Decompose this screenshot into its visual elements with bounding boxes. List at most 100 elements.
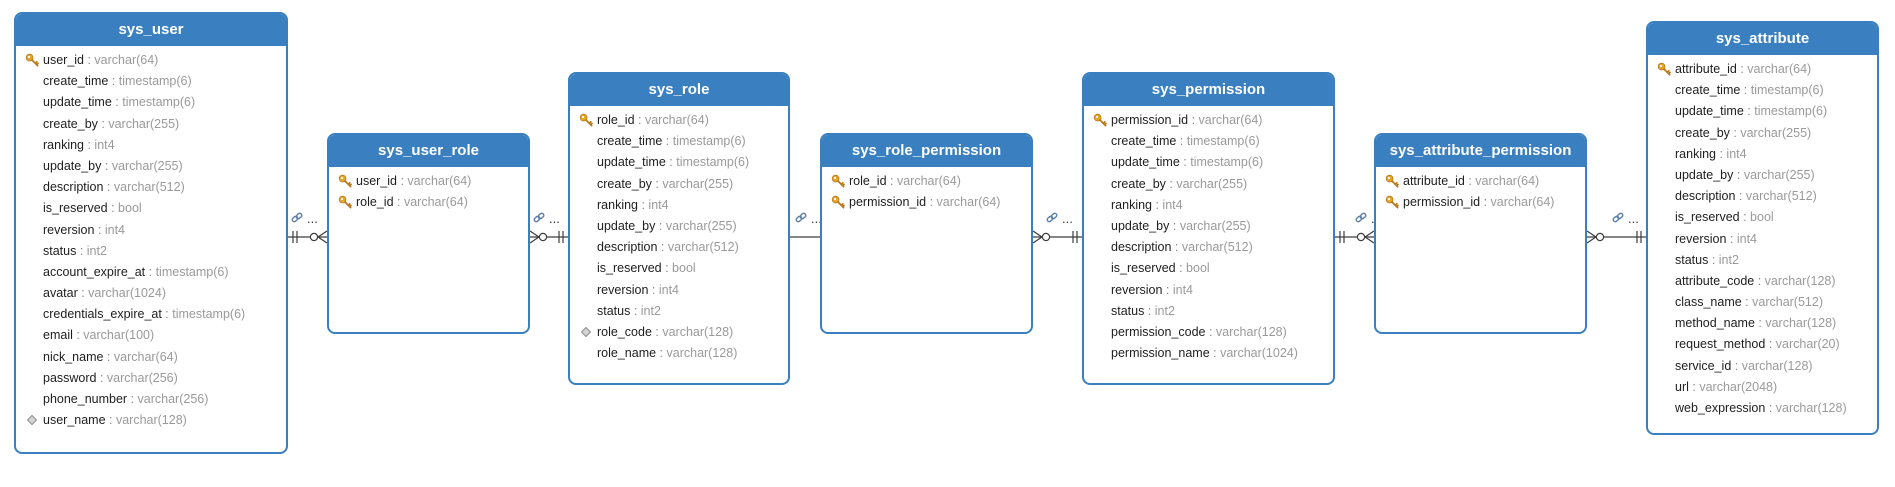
- field-row[interactable]: service_id : varchar(128): [1648, 356, 1877, 377]
- field-row[interactable]: create_by : varchar(255): [1648, 123, 1877, 144]
- field-separator: :: [1716, 146, 1727, 161]
- field-row[interactable]: description : varchar(512): [1648, 186, 1877, 207]
- field-name: status: [597, 303, 631, 318]
- field-row[interactable]: role_id : varchar(64): [822, 171, 1031, 192]
- field-row[interactable]: reversion : int4: [1648, 229, 1877, 250]
- field-row[interactable]: create_time : timestamp(6): [1648, 80, 1877, 101]
- field-row[interactable]: ranking : int4: [570, 195, 788, 216]
- field-row[interactable]: password : varchar(256): [16, 368, 286, 389]
- field-row[interactable]: reversion : int4: [1084, 280, 1333, 301]
- field-row[interactable]: description : varchar(512): [570, 237, 788, 258]
- field-row[interactable]: avatar : varchar(1024): [16, 283, 286, 304]
- field-row[interactable]: reversion : int4: [16, 220, 286, 241]
- field-row[interactable]: update_by : varchar(255): [16, 156, 286, 177]
- field-row[interactable]: phone_number : varchar(256): [16, 389, 286, 410]
- field-row[interactable]: status : int2: [1084, 301, 1333, 322]
- field-row[interactable]: is_reserved : bool: [16, 198, 286, 219]
- entity-sys-role-permission[interactable]: sys_role_permission role_id : varchar(64…: [820, 133, 1033, 334]
- field-row[interactable]: permission_id : varchar(64): [1376, 192, 1585, 213]
- field-type: varchar(128): [1741, 358, 1813, 373]
- field-row[interactable]: is_reserved : bool: [570, 258, 788, 279]
- field-row[interactable]: class_name : varchar(512): [1648, 292, 1877, 313]
- field-row[interactable]: create_by : varchar(255): [570, 174, 788, 195]
- field-row[interactable]: ranking : int4: [1648, 144, 1877, 165]
- field-row[interactable]: role_id : varchar(64): [570, 110, 788, 131]
- field-row[interactable]: status : int2: [16, 241, 286, 262]
- field-row[interactable]: attribute_id : varchar(64): [1648, 59, 1877, 80]
- field-row[interactable]: is_reserved : bool: [1084, 258, 1333, 279]
- field-separator: :: [1765, 337, 1776, 352]
- field-row[interactable]: url : varchar(2048): [1648, 377, 1877, 398]
- field-separator: :: [94, 222, 105, 237]
- field-name: reversion: [597, 282, 649, 297]
- entity-sys-attribute-permission[interactable]: sys_attribute_permission attribute_id : …: [1374, 133, 1587, 334]
- field-separator: :: [1754, 316, 1766, 331]
- entity-sys-permission[interactable]: sys_permission permission_id : varchar(6…: [1082, 72, 1335, 385]
- field-row[interactable]: user_id : varchar(64): [16, 50, 286, 71]
- field-row[interactable]: request_method : varchar(20): [1648, 334, 1877, 355]
- field-row[interactable]: update_by : varchar(255): [1648, 165, 1877, 186]
- field-row[interactable]: update_by : varchar(255): [570, 216, 788, 237]
- field-row[interactable]: web_expression : varchar(128): [1648, 398, 1877, 419]
- entity-sys-user[interactable]: sys_user user_id : varchar(64)create_tim…: [14, 12, 288, 454]
- entity-sys-attribute[interactable]: sys_attribute attribute_id : varchar(64)…: [1646, 21, 1879, 435]
- relationship-connector[interactable]: ...: [1032, 211, 1082, 244]
- field-row[interactable]: description : varchar(512): [16, 177, 286, 198]
- field-row[interactable]: create_by : varchar(255): [1084, 174, 1333, 195]
- field-row[interactable]: ranking : int4: [16, 135, 286, 156]
- field-row[interactable]: status : int2: [1648, 250, 1877, 271]
- field-row[interactable]: email : varchar(100): [16, 325, 286, 346]
- field-row[interactable]: update_by : varchar(255): [1084, 216, 1333, 237]
- field-row[interactable]: attribute_id : varchar(64): [1376, 171, 1585, 192]
- field-separator: :: [1735, 189, 1746, 204]
- field-name: service_id: [1675, 358, 1732, 373]
- field-row[interactable]: method_name : varchar(128): [1648, 313, 1877, 334]
- field-type: varchar(64): [1490, 195, 1555, 210]
- entity-title: sys_attribute_permission: [1376, 135, 1585, 167]
- field-separator: :: [1739, 210, 1751, 225]
- field-row[interactable]: update_time : timestamp(6): [1084, 152, 1333, 173]
- field-row[interactable]: is_reserved : bool: [1648, 207, 1877, 228]
- field-row[interactable]: role_code : varchar(128): [570, 322, 788, 343]
- field-row[interactable]: permission_id : varchar(64): [822, 192, 1031, 213]
- field-type: int4: [1726, 146, 1747, 161]
- field-row[interactable]: update_time : timestamp(6): [1648, 101, 1877, 122]
- entity-sys-role[interactable]: sys_role role_id : varchar(64)create_tim…: [568, 72, 790, 385]
- field-separator: :: [107, 201, 119, 216]
- field-row[interactable]: update_time : timestamp(6): [570, 152, 788, 173]
- field-row[interactable]: permission_id : varchar(64): [1084, 110, 1333, 131]
- field-row[interactable]: role_id : varchar(64): [329, 192, 528, 213]
- field-separator: :: [72, 328, 84, 343]
- field-row[interactable]: description : varchar(512): [1084, 237, 1333, 258]
- field-row[interactable]: status : int2: [570, 301, 788, 322]
- field-row[interactable]: create_time : timestamp(6): [16, 71, 286, 92]
- field-row[interactable]: create_by : varchar(255): [16, 114, 286, 135]
- field-separator: :: [651, 176, 663, 191]
- field-row[interactable]: ranking : int4: [1084, 195, 1333, 216]
- field-row[interactable]: user_id : varchar(64): [329, 171, 528, 192]
- relationship-connector[interactable]: ...: [1586, 211, 1646, 244]
- field-row[interactable]: permission_code : varchar(128): [1084, 322, 1333, 343]
- field-row[interactable]: update_time : timestamp(6): [16, 92, 286, 113]
- field-type: timestamp(6): [1750, 83, 1824, 98]
- field-row[interactable]: credentials_expire_at : timestamp(6): [16, 304, 286, 325]
- relationship-connector[interactable]: ...: [288, 211, 328, 244]
- field-row[interactable]: create_time : timestamp(6): [1084, 131, 1333, 152]
- relationship-connector[interactable]: ...: [790, 211, 822, 238]
- field-row[interactable]: create_time : timestamp(6): [570, 131, 788, 152]
- field-row[interactable]: role_name : varchar(128): [570, 343, 788, 364]
- field-separator: :: [1152, 197, 1163, 212]
- field-separator: :: [665, 155, 677, 170]
- field-row[interactable]: user_name : varchar(128): [16, 410, 286, 431]
- field-row[interactable]: attribute_code : varchar(128): [1648, 271, 1877, 292]
- field-row[interactable]: reversion : int4: [570, 280, 788, 301]
- field-row[interactable]: permission_name : varchar(1024): [1084, 343, 1333, 364]
- entity-sys-user-role[interactable]: sys_user_role user_id : varchar(64)role_…: [327, 133, 530, 334]
- field-separator: :: [103, 180, 114, 195]
- field-row[interactable]: nick_name : varchar(64): [16, 347, 286, 368]
- field-row[interactable]: account_expire_at : timestamp(6): [16, 262, 286, 283]
- relationship-connector[interactable]: ...: [529, 211, 568, 244]
- field-separator: :: [393, 195, 404, 210]
- field-name: permission_code: [1111, 324, 1206, 339]
- field-type: bool: [1750, 210, 1774, 225]
